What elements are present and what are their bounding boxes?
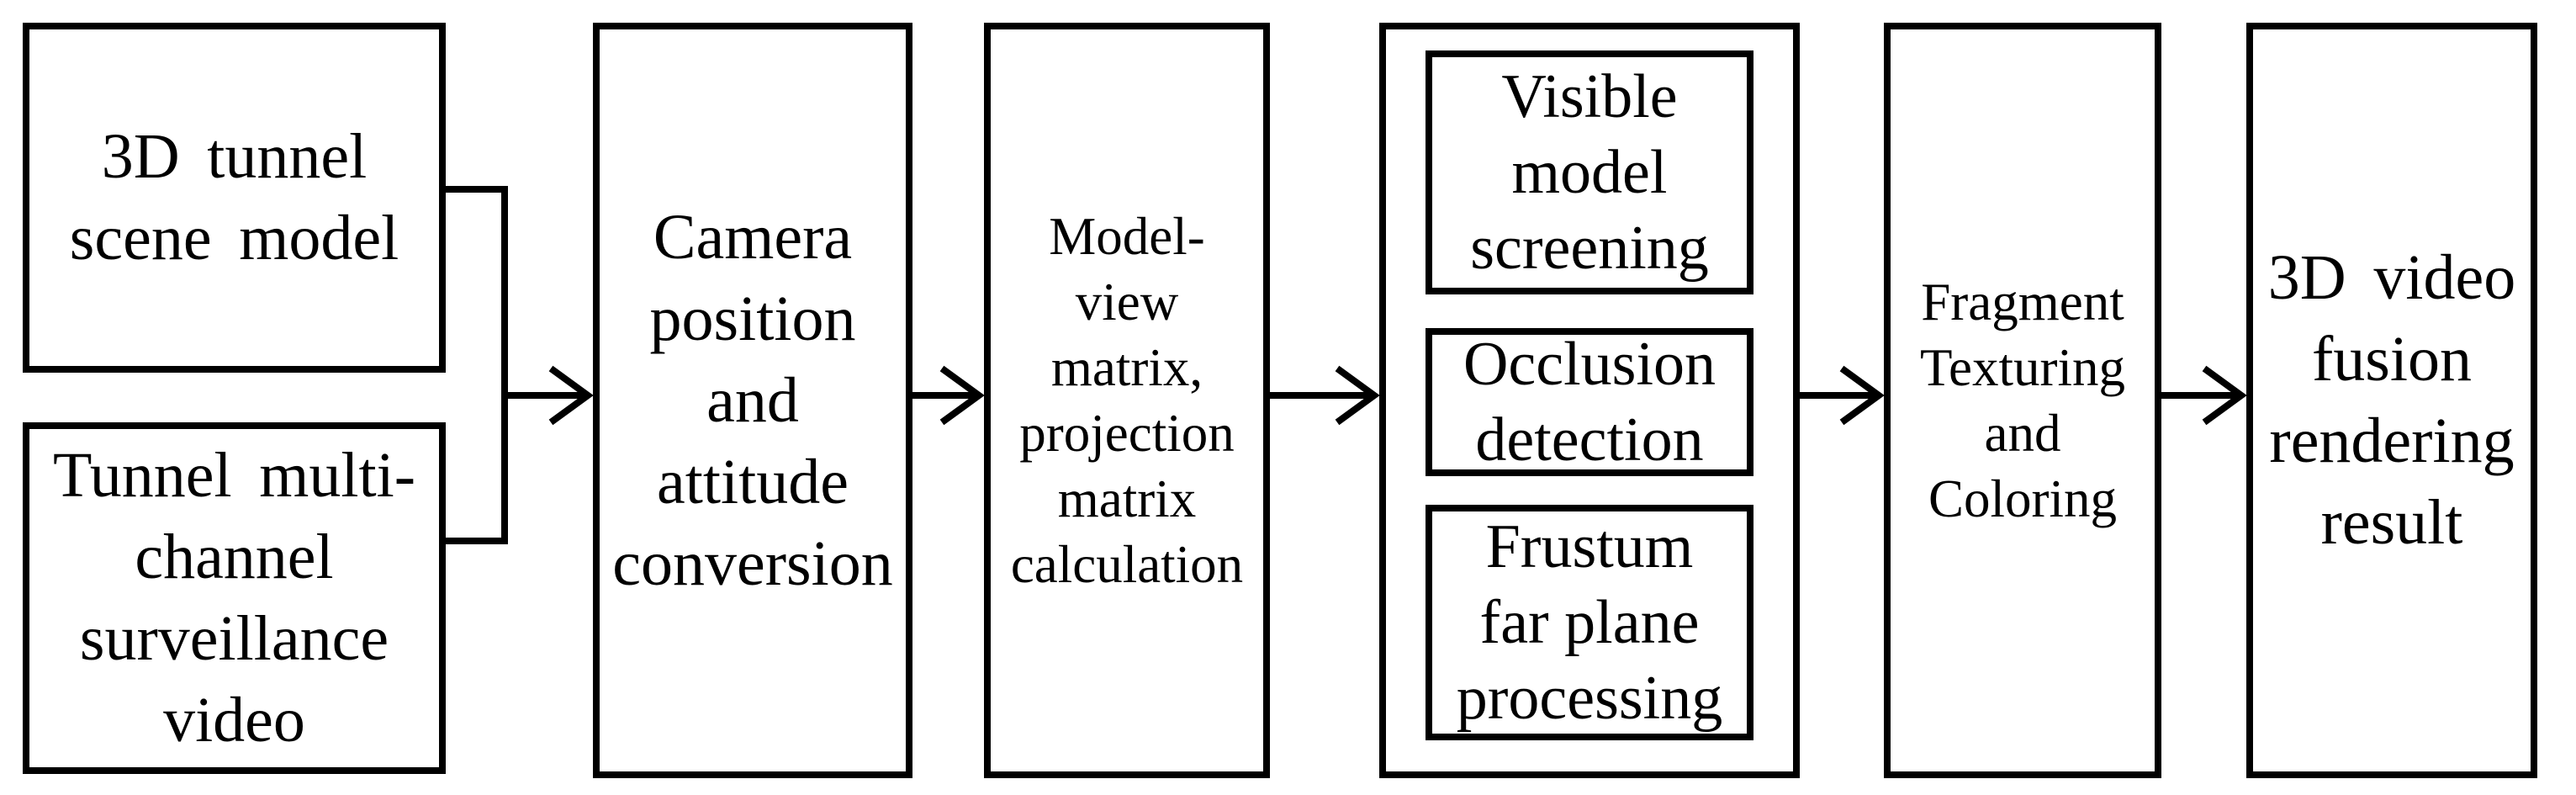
box-fragment-texturing-coloring: Fragment Texturing and Coloring	[1884, 23, 2161, 778]
box-label: Visible model screening	[1470, 62, 1709, 283]
box-matrix-calculation: Model- view matrix, projection matrix ca…	[984, 23, 1270, 778]
box-camera-position-attitude-conversion: Camera position and attitude conversion	[593, 23, 912, 778]
box-3d-video-fusion-result: 3D video fusion rendering result	[2246, 23, 2537, 778]
box-tunnel-multichannel-video: Tunnel multi- channel surveillance video	[23, 422, 446, 774]
box-label: Camera position and attitude conversion	[612, 201, 893, 599]
box-3d-tunnel-scene-model: 3D tunnel scene model	[23, 23, 446, 373]
arrow-matrix-to-steps	[1270, 365, 1380, 426]
box-occlusion-detection: Occlusion detection	[1426, 328, 1753, 476]
box-label: Tunnel multi- channel surveillance video	[52, 440, 416, 755]
arrow-inputs-to-camera	[505, 365, 594, 426]
box-label: Frustum far plane processing	[1456, 512, 1723, 733]
box-visible-model-screening: Visible model screening	[1426, 50, 1753, 294]
arrow-steps-to-fragment	[1800, 365, 1885, 426]
arrow-fragment-to-result	[2161, 365, 2247, 426]
box-label: 3D tunnel scene model	[69, 121, 399, 273]
box-label: 3D video fusion rendering result	[2267, 242, 2516, 558]
box-label: Fragment Texturing and Coloring	[1919, 273, 2126, 528]
box-frustum-far-plane-processing: Frustum far plane processing	[1426, 505, 1753, 740]
box-label: Model- view matrix, projection matrix ca…	[1010, 207, 1244, 594]
merge-connector	[446, 186, 508, 544]
box-label: Occlusion detection	[1463, 330, 1716, 474]
arrow-camera-to-matrix	[912, 365, 985, 426]
